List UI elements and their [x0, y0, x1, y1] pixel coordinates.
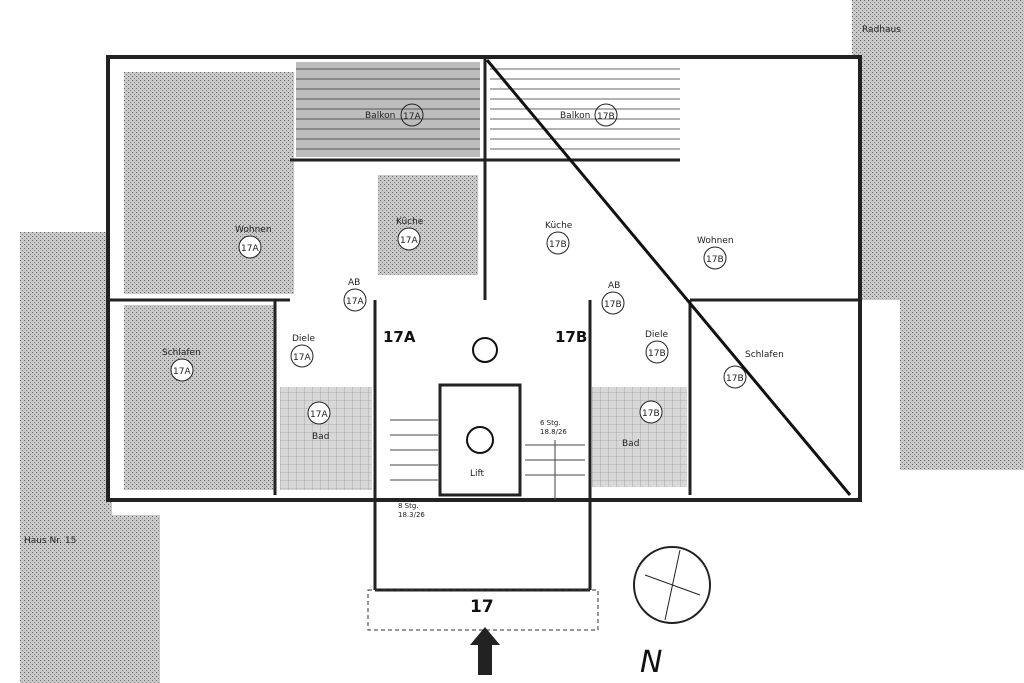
svg-text:17A: 17A	[310, 410, 328, 420]
north-label: N	[640, 645, 662, 680]
room-ab-17b: AB 17B	[601, 281, 625, 315]
cross-out-line	[485, 59, 852, 496]
neighbor-left-label: Haus Nr. 15	[24, 536, 76, 546]
svg-text:17B: 17B	[726, 374, 744, 384]
room-wohnen-17b: Wohnen 17B	[697, 236, 734, 270]
neighbor-right-label: Radhaus	[862, 25, 901, 35]
svg-text:Bad: Bad	[312, 432, 329, 442]
svg-text:17B: 17B	[648, 349, 666, 359]
svg-text:17B: 17B	[549, 240, 567, 250]
svg-text:Bad: Bad	[622, 439, 639, 449]
neighbor-house-15	[20, 232, 160, 683]
room-balkon-17b: Balkon 17B	[560, 103, 618, 127]
svg-text:17B: 17B	[706, 255, 724, 265]
room-balkon-17a: Balkon 17A	[365, 103, 424, 127]
entrance-17a-label: 17A	[383, 328, 416, 346]
unit-a-schlafen	[124, 305, 274, 490]
svg-text:17A: 17A	[403, 112, 421, 122]
stairs-down-ratio: 18.3/26	[398, 511, 425, 519]
hall-symbol	[472, 337, 498, 363]
svg-text:17A: 17A	[346, 297, 364, 307]
room-bad-17a: 17A Bad	[307, 401, 331, 442]
svg-text:Schlafen: Schlafen	[745, 350, 784, 360]
room-wohnen-17a: Wohnen 17A	[235, 225, 272, 259]
svg-text:17B: 17B	[642, 409, 660, 419]
room-kueche-17a: Küche 17A	[396, 217, 424, 251]
svg-text:Wohnen: Wohnen	[697, 236, 734, 246]
entrance-17b-label: 17B	[555, 328, 587, 346]
neighbor-radhaus	[852, 0, 1024, 470]
svg-text:Küche: Küche	[396, 217, 424, 227]
stairs-up-ratio: 18.8/26	[540, 428, 567, 436]
stairs	[390, 419, 585, 500]
room-diele-17b: Diele 17B	[645, 330, 669, 364]
svg-text:Schlafen: Schlafen	[162, 348, 201, 358]
lift-symbol	[466, 426, 494, 454]
svg-text:Balkon: Balkon	[365, 111, 395, 121]
house-number: 17	[470, 597, 494, 617]
room-schlafen-17b: Schlafen 17B	[723, 350, 784, 389]
svg-text:Balkon: Balkon	[560, 111, 590, 121]
room-kueche-17b: Küche 17B	[545, 221, 573, 255]
svg-text:17B: 17B	[604, 300, 622, 310]
svg-text:Küche: Küche	[545, 221, 573, 231]
svg-text:17A: 17A	[173, 367, 191, 377]
stairs-down-steps: 8 Stg.	[398, 502, 419, 510]
svg-text:AB: AB	[348, 278, 360, 288]
svg-text:17A: 17A	[293, 353, 311, 363]
room-ab-17a: AB 17A	[343, 278, 367, 312]
svg-text:17A: 17A	[241, 244, 259, 254]
svg-text:AB: AB	[608, 281, 620, 291]
balcony-17b	[490, 62, 680, 157]
room-schlafen-17a: Schlafen 17A	[162, 348, 201, 382]
entrance-arrow-icon	[470, 627, 500, 675]
svg-text:Diele: Diele	[292, 334, 315, 344]
room-bad-17b: 17B Bad	[622, 400, 663, 449]
svg-text:17B: 17B	[597, 112, 615, 122]
interior-walls	[108, 57, 860, 592]
room-diele-17a: Diele 17A	[290, 334, 315, 368]
svg-text:Wohnen: Wohnen	[235, 225, 272, 235]
balcony-17a	[296, 62, 480, 157]
unit-a-kitchen	[378, 175, 478, 275]
svg-text:17A: 17A	[400, 236, 418, 246]
unit-b-bad	[592, 387, 687, 487]
stairs-up-steps: 6 Stg.	[540, 419, 561, 427]
svg-text:Diele: Diele	[645, 330, 668, 340]
lift-label: Lift	[470, 469, 485, 479]
unit-a-wohnen	[124, 72, 294, 294]
